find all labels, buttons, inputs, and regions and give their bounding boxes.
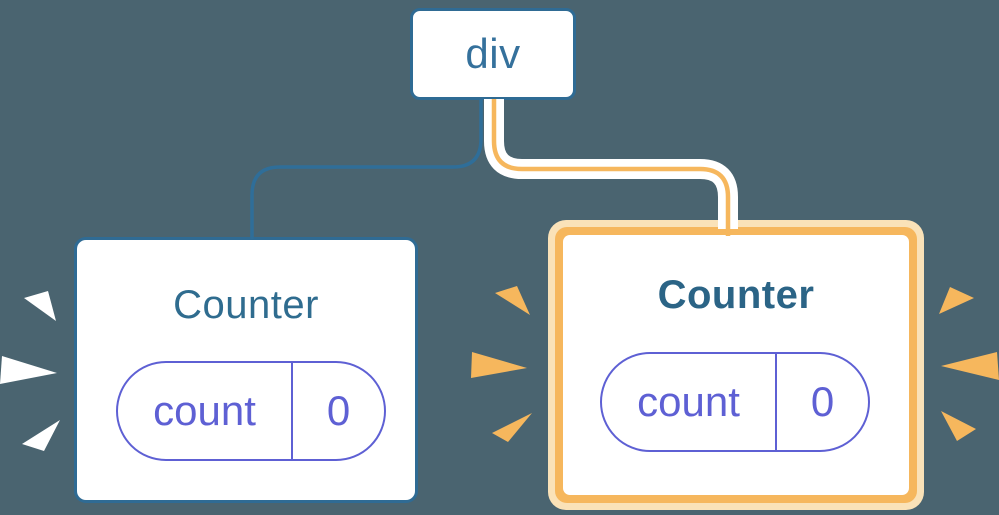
spark-icon bbox=[941, 352, 999, 380]
state-key-cell: count bbox=[602, 354, 777, 450]
spark-icon bbox=[495, 286, 530, 315]
state-value-cell: 0 bbox=[777, 354, 868, 450]
state-key-label: count bbox=[637, 378, 740, 425]
state-value-cell: 0 bbox=[293, 363, 384, 459]
counter-card-left: Counter count 0 bbox=[74, 237, 418, 503]
edge-root-to-right-counter bbox=[491, 99, 731, 236]
spark-icon bbox=[939, 287, 974, 314]
state-pill-left: count 0 bbox=[116, 361, 386, 461]
spark-burst-left-card bbox=[0, 291, 60, 451]
state-value-label: 0 bbox=[326, 387, 351, 434]
counter-card-right-highlight-outer: Counter count 0 bbox=[548, 220, 924, 510]
spark-icon bbox=[22, 420, 60, 451]
edge-root-to-left-counter bbox=[250, 99, 483, 239]
state-key-label: count bbox=[153, 387, 256, 434]
spark-icon bbox=[492, 413, 532, 442]
state-pill-right: count 0 bbox=[600, 352, 870, 452]
spark-burst-right-card-right bbox=[939, 287, 999, 441]
counter-title-right: Counter bbox=[657, 273, 815, 317]
state-key-cell: count bbox=[118, 363, 293, 459]
state-value-label: 0 bbox=[810, 378, 835, 425]
counter-title-left: Counter bbox=[173, 283, 319, 327]
spark-icon bbox=[471, 352, 527, 378]
edge-root-to-right-counter-casing bbox=[484, 99, 738, 229]
spark-burst-right-card-left bbox=[471, 286, 532, 442]
spark-icon bbox=[24, 291, 56, 321]
counter-card-right-highlight-inner: Counter count 0 bbox=[555, 227, 917, 503]
spark-icon bbox=[941, 411, 976, 441]
root-div-label: div bbox=[465, 30, 521, 77]
root-div-node: div bbox=[410, 8, 576, 100]
spark-icon bbox=[0, 356, 57, 384]
counter-card-right: Counter count 0 bbox=[563, 235, 909, 495]
